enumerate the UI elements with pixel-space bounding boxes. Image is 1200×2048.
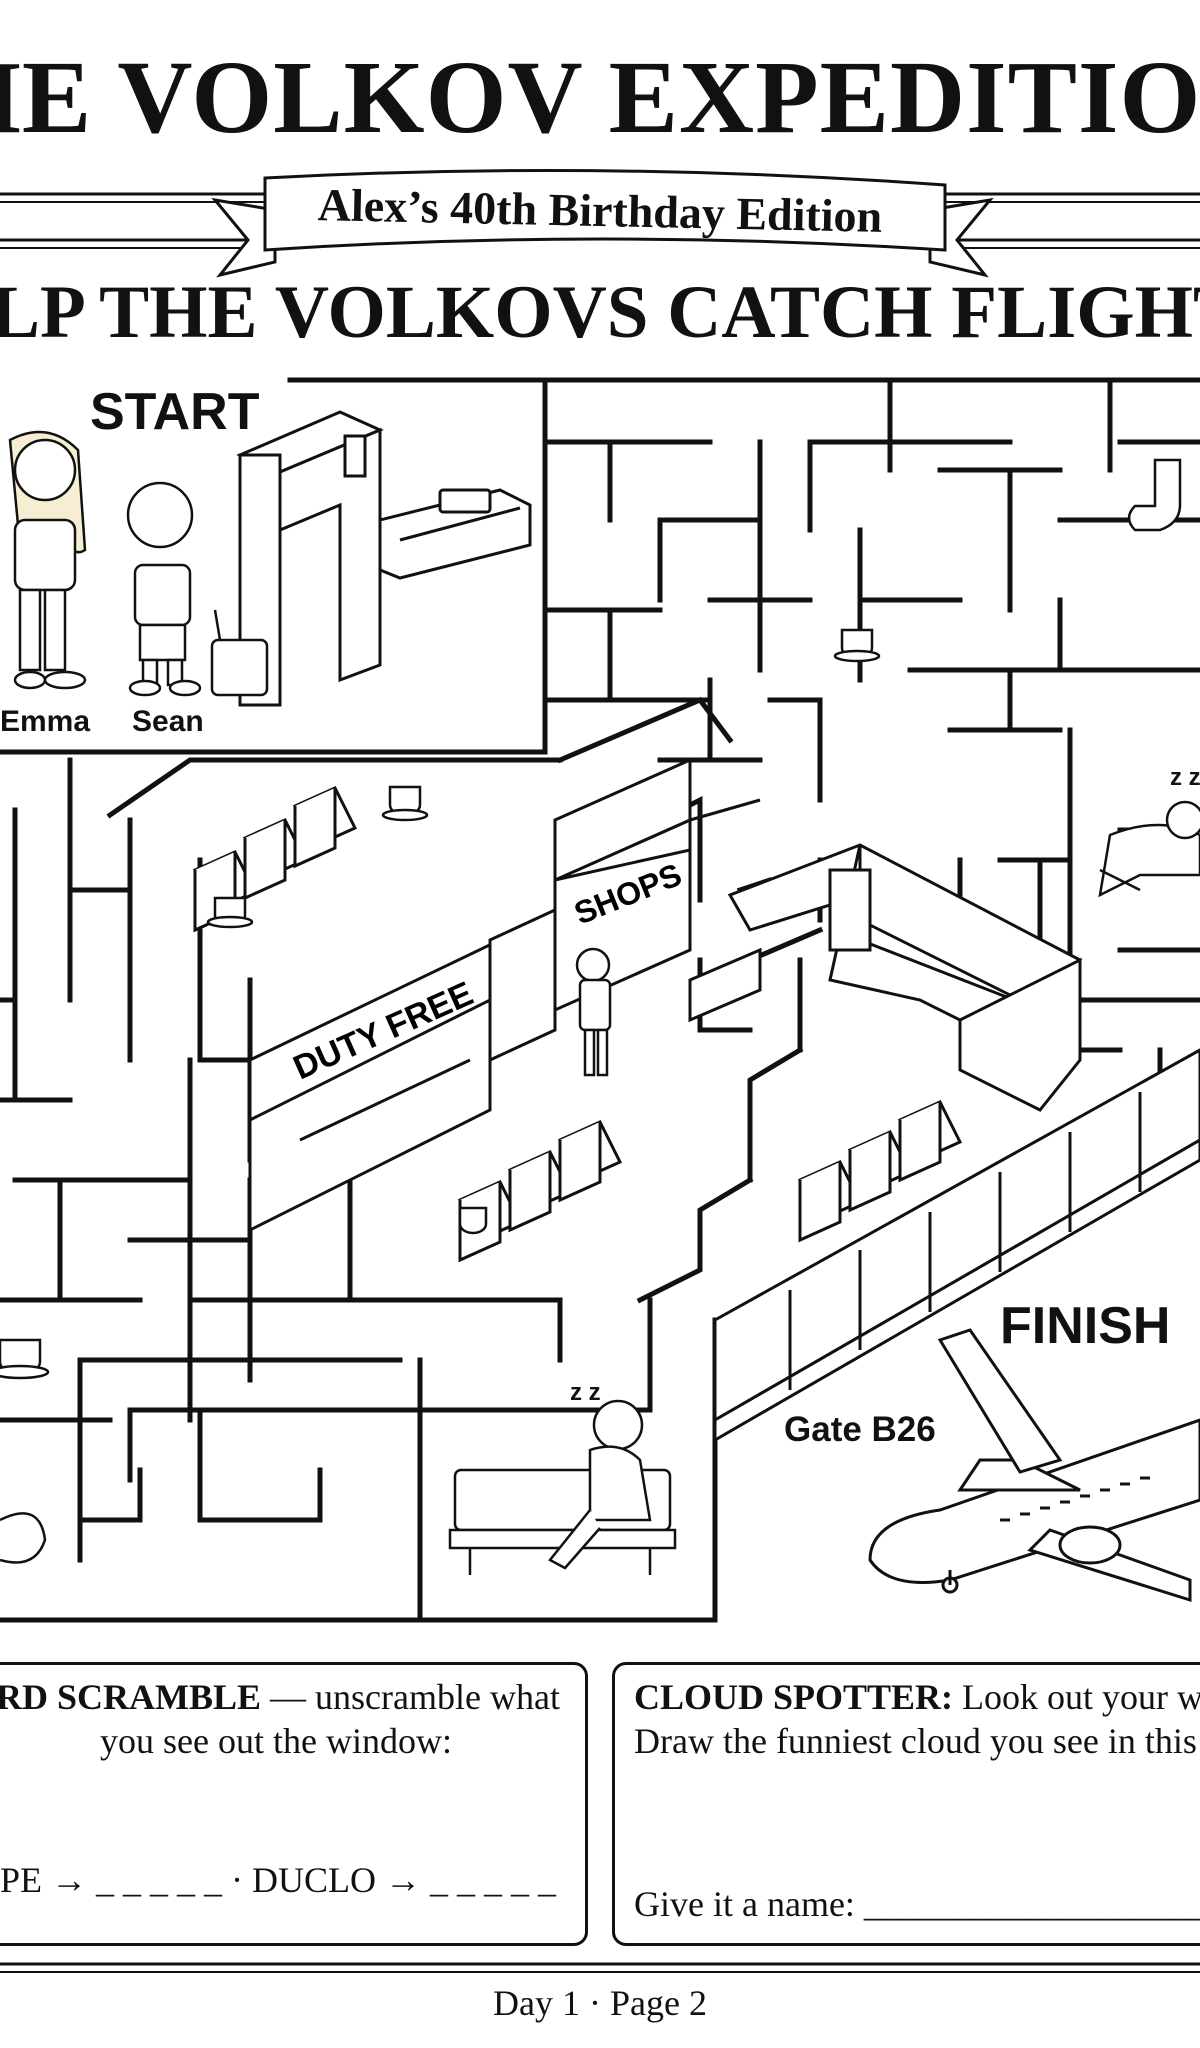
sleeping-traveler-bench: z z (448, 1379, 677, 1575)
masthead-title: HE VOLKOV EXPEDITION TIMI (0, 40, 1200, 155)
cloud-spotter-instructions: CLOUD SPOTTER: Look out your win Draw th… (634, 1675, 1200, 1763)
rolling-suitcase (210, 638, 269, 697)
seat-row-1 (192, 786, 358, 933)
coffee-cup-icons (0, 628, 881, 1380)
cloud-name-field[interactable]: Give it a name: ___________________ (634, 1884, 1200, 1924)
word-scramble-instruction-2: you see out the window: (100, 1721, 452, 1761)
cloud-spotter-title: CLOUD SPOTTER: (634, 1677, 954, 1717)
cafe-counter (727, 843, 1083, 1112)
jet-bridge (713, 1048, 1200, 1443)
cloud-spotter-panel (612, 1662, 1200, 1946)
maze-headline: ELP THE VOLKOVS CATCH FLIGHT UA150 (0, 271, 1200, 354)
word-scramble-instructions: RD SCRAMBLE — unscramble what you see ou… (0, 1675, 560, 1763)
duty-free-shop (248, 757, 762, 1233)
finish-label: FINISH (1000, 1297, 1171, 1355)
neck-pillow-icon (0, 1512, 47, 1564)
airport-maze: DUTY FREE SHOPS (0, 377, 1200, 1623)
word-scramble-title: RD SCRAMBLE (0, 1677, 262, 1717)
gate-label: Gate B26 (784, 1410, 936, 1449)
svg-text:z z: z z (570, 1379, 601, 1406)
character-label-sean: Sean (132, 705, 204, 738)
emma-figure (8, 430, 87, 690)
word-scramble-instruction-1: — unscramble what (261, 1677, 560, 1717)
cloud-spotter-instruction-2: Draw the funniest cloud you see in this (634, 1721, 1197, 1761)
word-scramble-answer-line[interactable]: PE → _ _ _ _ _ · DUCLO → _ _ _ _ _ (0, 1860, 556, 1900)
banner-ribbon (211, 168, 994, 278)
footer-rules (0, 1962, 1200, 1973)
sock-icon (1127, 458, 1182, 532)
character-label-emma: Emma (0, 705, 91, 738)
svg-text:z z: z z (1170, 764, 1200, 791)
sleeping-traveler-lounger: z z (1098, 764, 1200, 898)
seat-row-2 (457, 1120, 623, 1263)
sean-figure (126, 481, 269, 697)
masthead-rules (0, 168, 1200, 278)
start-label: START (90, 383, 260, 441)
word-scramble-panel (0, 1662, 588, 1946)
shopper-figure (575, 947, 612, 1077)
security-gate (236, 410, 532, 707)
seat-row-3 (797, 1100, 963, 1243)
cloud-spotter-instruction-1: Look out your win (962, 1677, 1200, 1717)
page-footer: Day 1 · Page 2 (493, 1983, 707, 2023)
airplane-illustration (868, 1328, 1200, 1603)
